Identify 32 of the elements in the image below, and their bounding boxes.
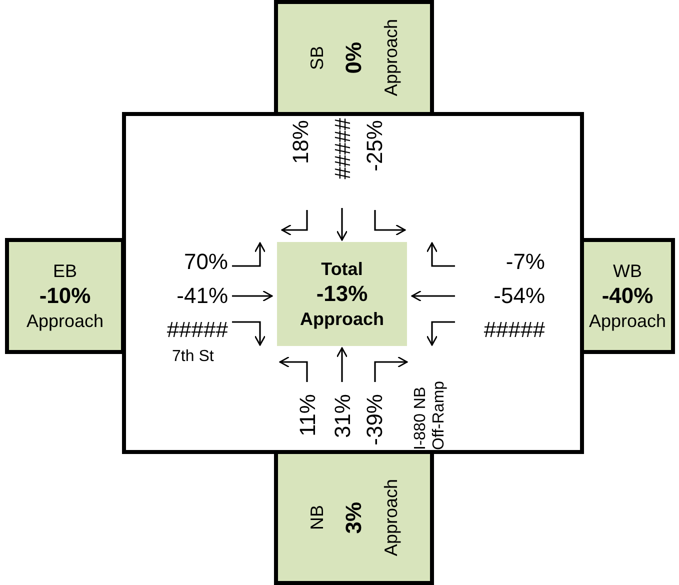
percent-label: -7% xyxy=(506,249,545,274)
direction-name: EB xyxy=(52,260,77,282)
percent-label: 70% xyxy=(184,249,228,274)
total-panel xyxy=(277,242,407,346)
direction-name: WB xyxy=(613,260,642,282)
street-name: 7th St xyxy=(172,348,214,366)
percent-label: -41% xyxy=(176,283,228,308)
approach-label: Approach xyxy=(300,308,384,330)
percent-label: 11% xyxy=(295,394,320,436)
percent-label: 18% xyxy=(288,120,314,164)
approach-panel xyxy=(5,238,125,354)
intersection-box xyxy=(122,112,584,454)
percent-value: -40% xyxy=(602,283,654,309)
percent-label: ##### xyxy=(166,317,228,342)
approach-label: Approach xyxy=(588,310,666,332)
direction-name: SB xyxy=(306,46,328,70)
percent-label: ##### xyxy=(484,317,545,342)
percent-value: 3% xyxy=(341,502,367,534)
percent-label: ##### xyxy=(330,118,356,180)
percent-label: -54% xyxy=(494,283,545,308)
street-name: I-880 NB Off-Ramp xyxy=(412,380,448,450)
percent-label: -39% xyxy=(362,394,388,446)
percent-value: -13% xyxy=(316,281,368,307)
approach-label: Approach xyxy=(380,478,402,556)
direction-name: Total xyxy=(321,258,363,280)
percent-value: 0% xyxy=(341,42,367,74)
direction-name: NB xyxy=(306,504,328,530)
percent-value: -10% xyxy=(39,283,91,309)
percent-label: -25% xyxy=(362,120,388,172)
approach-label: Approach xyxy=(380,19,402,97)
percent-label: 31% xyxy=(330,394,356,438)
approach-label: Approach xyxy=(26,310,104,332)
